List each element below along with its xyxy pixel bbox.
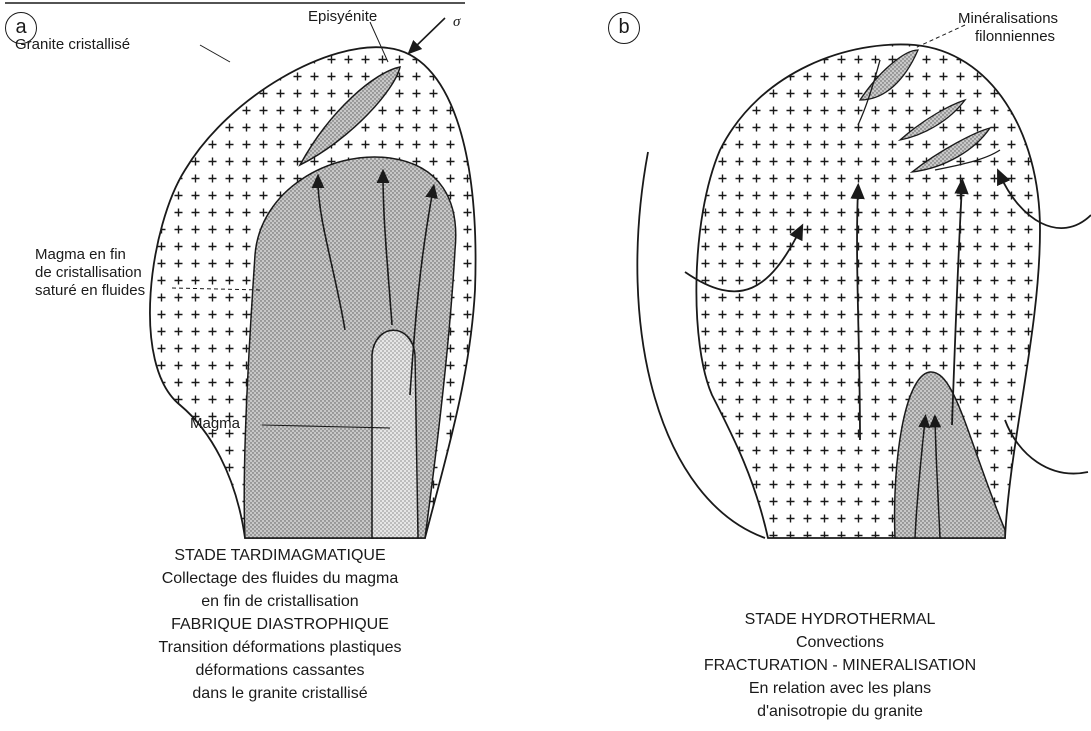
caption-a-line7: dans le granite cristallisé: [110, 684, 450, 703]
panel-b-badge: b: [608, 12, 640, 44]
caption-a-line2: Collectage des fluides du magma: [110, 569, 450, 588]
caption-b-line1: STADE HYDROTHERMAL: [655, 610, 1025, 629]
caption-b-line4: En relation avec les plans: [655, 679, 1025, 698]
caption-a-line4: FABRIQUE DIASTROPHIQUE: [110, 615, 450, 634]
caption-b-line5: d'anisotropie du granite: [655, 702, 1025, 721]
label-episyenite: Episyénite: [308, 8, 377, 26]
label-sigma: σ: [453, 13, 460, 31]
late-magma-zone: [244, 157, 456, 538]
label-magma-fin-2: de cristallisation: [35, 264, 142, 282]
caption-a-line5: Transition déformations plastiques: [110, 638, 450, 657]
caption-b: STADE HYDROTHERMAL Convections FRACTURAT…: [655, 610, 1025, 725]
panel-a-letter: a: [15, 16, 26, 38]
leader-mineralisations: [915, 25, 965, 48]
label-mineralisations-1: Minéralisations: [958, 10, 1058, 28]
panel-a-diagram: [150, 18, 476, 538]
label-magma-fin-1: Magma en fin: [35, 246, 126, 264]
caption-b-line3: FRACTURATION - MINERALISATION: [655, 656, 1025, 675]
caption-a: STADE TARDIMAGMATIQUE Collectage des flu…: [110, 546, 450, 707]
label-mineralisations-2: filonniennes: [975, 28, 1055, 46]
caption-b-line2: Convections: [655, 633, 1025, 652]
granite-body-b: [696, 44, 1040, 538]
stress-arrow: [412, 18, 445, 50]
caption-a-line3: en fin de cristallisation: [110, 592, 450, 611]
label-magma: Magma: [190, 415, 240, 433]
magma-core: [372, 330, 418, 538]
panel-b-letter: b: [618, 16, 629, 38]
caption-a-line6: déformations cassantes: [110, 661, 450, 680]
label-granite: Granite cristallisé: [15, 36, 130, 54]
panel-b-diagram: [637, 25, 1091, 538]
label-magma-fin-3: saturé en fluides: [35, 282, 145, 300]
caption-a-line1: STADE TARDIMAGMATIQUE: [110, 546, 450, 565]
leader-granite: [200, 45, 230, 62]
